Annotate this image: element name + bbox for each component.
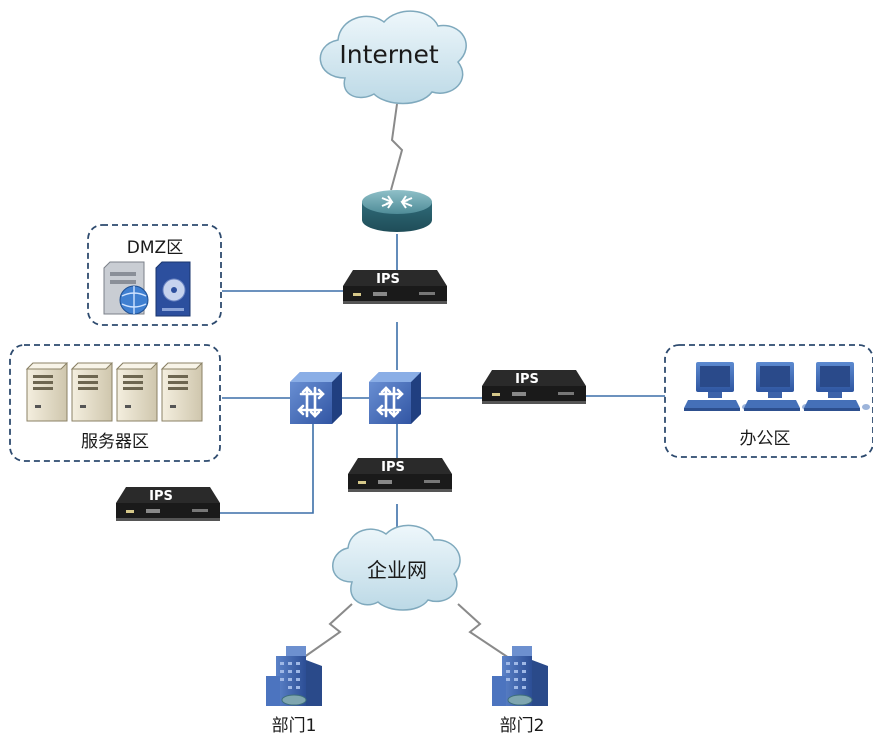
pc-icon bbox=[684, 362, 750, 411]
web-server-icon bbox=[103, 261, 149, 315]
office-zone: 办公区 bbox=[684, 362, 870, 449]
internet-label: Internet bbox=[339, 40, 438, 69]
ips-top-label: IPS bbox=[376, 272, 400, 287]
dept2-building-icon bbox=[491, 645, 549, 707]
links bbox=[220, 234, 665, 528]
media-server-icon bbox=[155, 261, 191, 317]
link-switch-left-ips bbox=[220, 424, 314, 514]
pc-icon bbox=[744, 362, 810, 411]
dept2-label: 部门2 bbox=[500, 716, 545, 736]
ips-left-label: IPS bbox=[149, 489, 173, 504]
lightning-internet-router bbox=[390, 103, 404, 191]
dept1-building-icon bbox=[265, 645, 323, 707]
internet-cloud: Internet bbox=[319, 10, 467, 105]
server-zone: 服务器区 bbox=[26, 362, 203, 452]
enterprise-cloud: 企业网 bbox=[332, 524, 461, 611]
router-icon bbox=[362, 190, 432, 232]
switch-core-icon bbox=[367, 370, 423, 426]
ips-enterprise: IPS bbox=[348, 458, 452, 492]
server-icon bbox=[161, 362, 203, 422]
lightning-cloud-dept1 bbox=[299, 603, 353, 661]
zone-boxes bbox=[9, 224, 873, 462]
pc-icon bbox=[804, 362, 870, 411]
wan-links bbox=[299, 103, 513, 661]
switch-left-icon bbox=[288, 370, 344, 426]
office-zone-label: 办公区 bbox=[740, 429, 791, 449]
dmz-zone-label: DMZ区 bbox=[127, 238, 183, 258]
server-zone-label: 服务器区 bbox=[81, 432, 149, 452]
server-zone-box bbox=[9, 344, 221, 462]
lightning-cloud-dept2 bbox=[457, 603, 513, 661]
dmz-zone-box bbox=[87, 224, 222, 326]
ips-office-label: IPS bbox=[515, 372, 539, 387]
ips-office: IPS bbox=[482, 370, 586, 404]
ips-top: IPS bbox=[343, 270, 447, 304]
server-icon bbox=[71, 362, 113, 422]
server-icon bbox=[116, 362, 158, 422]
dmz-zone: DMZ区 bbox=[103, 238, 191, 317]
server-icon bbox=[26, 362, 68, 422]
dept1-label: 部门1 bbox=[272, 716, 317, 736]
ips-left: IPS bbox=[116, 487, 220, 521]
enterprise-net-label: 企业网 bbox=[367, 558, 427, 582]
ips-enterprise-label: IPS bbox=[381, 460, 405, 475]
office-zone-box bbox=[664, 344, 873, 458]
